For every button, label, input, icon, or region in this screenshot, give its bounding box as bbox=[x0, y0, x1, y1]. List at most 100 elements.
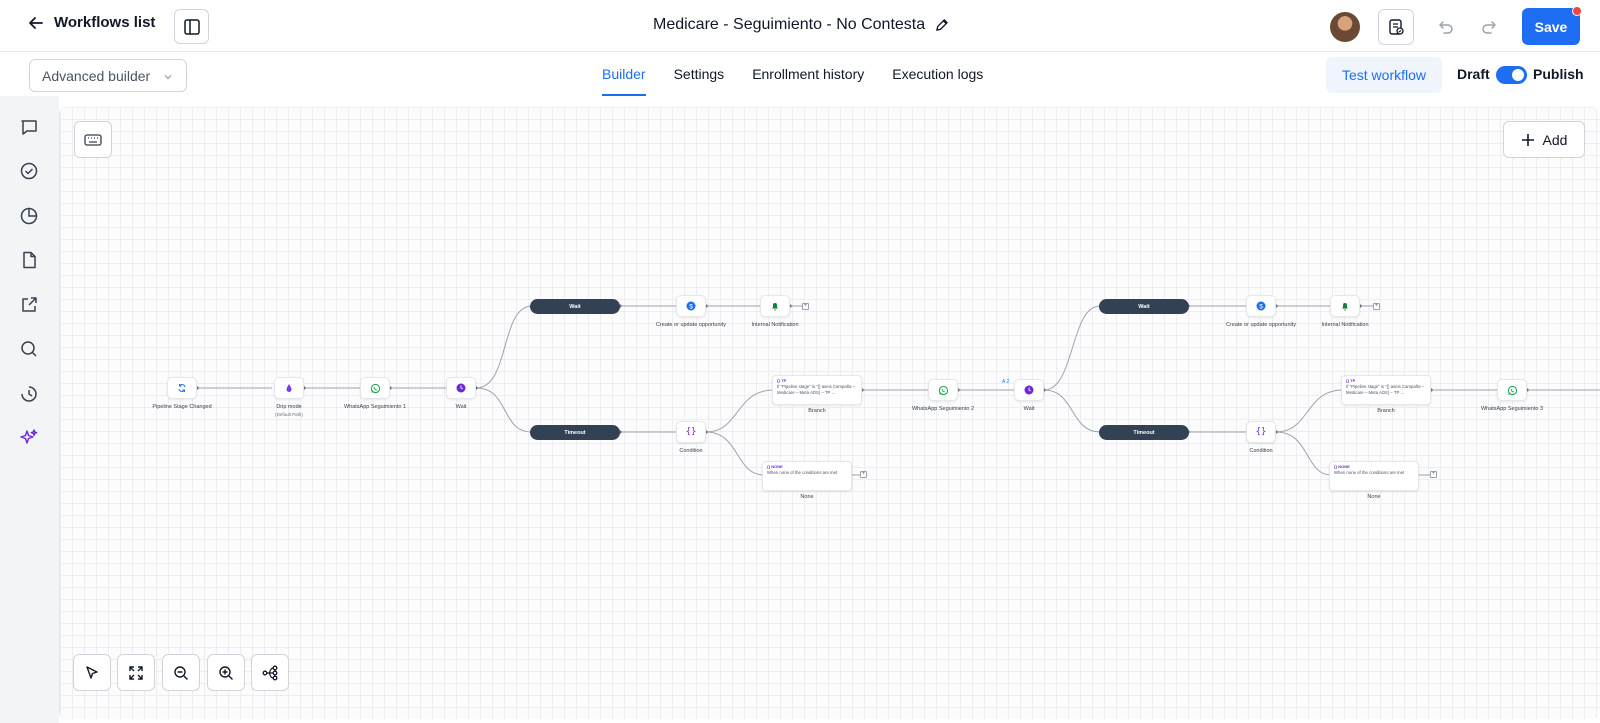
notification-2-label: Internal Notification bbox=[1321, 322, 1369, 328]
builder-toolbar: Advanced builder Builder Settings Enroll… bbox=[0, 52, 1600, 96]
condition-node-2[interactable]: {} bbox=[1246, 421, 1276, 443]
whatsapp-node-3[interactable] bbox=[1497, 379, 1527, 401]
ab-tag: A 2 bbox=[1002, 379, 1010, 385]
dollar-icon: $ bbox=[686, 301, 696, 311]
chevron-down-icon bbox=[164, 75, 172, 80]
branch-2-label: Branch bbox=[1377, 408, 1395, 414]
trigger-label: Pipeline Stage Changed bbox=[152, 404, 212, 410]
add-step-icon[interactable]: + bbox=[860, 471, 867, 478]
trigger-node[interactable] bbox=[167, 377, 197, 399]
add-step-icon[interactable]: + bbox=[802, 303, 809, 310]
svg-text:$: $ bbox=[1259, 303, 1263, 310]
edit-pencil-icon[interactable] bbox=[934, 18, 949, 33]
fit-view-button[interactable] bbox=[117, 654, 155, 691]
chat-icon[interactable] bbox=[18, 116, 40, 138]
zoom-in-button[interactable] bbox=[207, 654, 245, 691]
tab-enrollment-history[interactable]: Enrollment history bbox=[752, 66, 865, 82]
whatsapp-icon bbox=[938, 385, 948, 395]
test-workflow-button[interactable]: Test workflow bbox=[1326, 57, 1442, 93]
add-step-icon[interactable]: + bbox=[1373, 303, 1380, 310]
document-check-icon bbox=[1389, 19, 1404, 35]
check-circle-icon[interactable] bbox=[18, 160, 40, 182]
pie-chart-icon[interactable] bbox=[18, 205, 40, 227]
redo-button[interactable] bbox=[1471, 9, 1507, 45]
zoom-out-button[interactable] bbox=[162, 654, 200, 691]
add-step-icon[interactable]: + bbox=[1430, 471, 1437, 478]
builder-tabs: Builder Settings Enrollment history Exec… bbox=[602, 52, 1011, 96]
wait-branch-pill-2[interactable]: Wait bbox=[1099, 299, 1189, 314]
whatsapp-node-2[interactable] bbox=[928, 379, 958, 401]
unsaved-indicator bbox=[1572, 6, 1582, 16]
whatsapp-2-label: WhatsApp Seguimiento 2 bbox=[911, 406, 975, 412]
workflow-connectors bbox=[195, 304, 1600, 476]
sidebar-toggle-button[interactable] bbox=[174, 9, 209, 44]
external-link-icon[interactable] bbox=[18, 294, 40, 316]
bell-icon bbox=[772, 303, 778, 311]
none-2-tag: {} NONE bbox=[1334, 464, 1350, 469]
branch-2-text: If "Pipeline stage" is "{} aseis Campaña… bbox=[1346, 384, 1425, 395]
condition-node-1[interactable]: {} bbox=[676, 421, 706, 443]
expand-icon bbox=[129, 665, 143, 680]
add-node-button[interactable]: Add bbox=[1503, 121, 1585, 158]
wait-node-1[interactable] bbox=[446, 377, 476, 399]
clock-icon bbox=[1024, 385, 1034, 395]
left-rail bbox=[0, 96, 59, 723]
sparkle-icon[interactable] bbox=[18, 427, 40, 449]
history-icon[interactable] bbox=[18, 383, 40, 405]
save-button[interactable]: Save bbox=[1522, 8, 1580, 45]
svg-text:$: $ bbox=[689, 303, 693, 310]
whatsapp-3-label: WhatsApp Seguimiento 3 bbox=[1480, 406, 1544, 412]
keyboard-shortcuts-button[interactable] bbox=[74, 121, 112, 158]
drip-node[interactable] bbox=[274, 377, 304, 399]
braces-icon: {} bbox=[1255, 427, 1267, 437]
none-2-label: None bbox=[1367, 494, 1381, 500]
tab-builder[interactable]: Builder bbox=[602, 52, 646, 96]
back-to-workflows-link[interactable]: Workflows list bbox=[28, 14, 155, 31]
wait-node-2[interactable] bbox=[1014, 379, 1044, 401]
workflow-title: Medicare - Seguimiento - No Contesta bbox=[653, 16, 949, 34]
none-card-2[interactable]: {} NONE When none of the conditions are … bbox=[1329, 461, 1419, 491]
add-label: Add bbox=[1542, 131, 1568, 148]
drop-icon bbox=[286, 384, 292, 392]
auto-layout-button[interactable] bbox=[251, 654, 289, 691]
zoom-out-icon bbox=[174, 665, 188, 680]
workflow-canvas[interactable]: Add bbox=[59, 107, 1600, 719]
none-1-label: None bbox=[800, 494, 814, 500]
wait-branch-pill-1[interactable]: Wait bbox=[530, 299, 620, 314]
undo-button[interactable] bbox=[1428, 9, 1464, 45]
opportunity-node-2[interactable]: $ bbox=[1246, 295, 1276, 317]
user-avatar[interactable] bbox=[1330, 12, 1360, 42]
tab-settings[interactable]: Settings bbox=[673, 66, 725, 82]
none-2-text: When none of the conditions are met bbox=[1334, 470, 1405, 475]
notification-node-1[interactable] bbox=[760, 295, 790, 317]
redo-icon bbox=[1482, 21, 1496, 34]
timeout-branch-pill-1[interactable]: Timeout bbox=[530, 425, 620, 440]
zoom-in-icon bbox=[219, 665, 233, 680]
branch-card-1[interactable]: {} TP If "Pipeline stage" is "{} aseis C… bbox=[772, 375, 862, 405]
none-1-text: When none of the conditions are met bbox=[767, 470, 838, 475]
search-icon[interactable] bbox=[18, 338, 40, 360]
opportunity-node-1[interactable]: $ bbox=[676, 295, 706, 317]
workflow-title-text: Medicare - Seguimiento - No Contesta bbox=[653, 16, 926, 33]
builder-mode-select[interactable]: Advanced builder bbox=[29, 59, 187, 92]
publish-label: Publish bbox=[1533, 66, 1584, 82]
none-1-tag: {} NONE bbox=[767, 464, 783, 469]
none-card-1[interactable]: {} NONE When none of the conditions are … bbox=[762, 461, 852, 491]
undo-icon bbox=[1439, 21, 1453, 34]
notification-node-2[interactable] bbox=[1330, 295, 1360, 317]
branch-1-tag: {} TP bbox=[777, 378, 787, 383]
branch-card-2[interactable]: {} TP If "Pipeline stage" is "{} aseis C… bbox=[1341, 375, 1431, 405]
plus-icon bbox=[1521, 133, 1534, 146]
timeout-branch-pill-2[interactable]: Timeout bbox=[1099, 425, 1189, 440]
whatsapp-node-1[interactable] bbox=[360, 377, 390, 399]
back-label: Workflows list bbox=[54, 14, 156, 31]
draft-label: Draft bbox=[1457, 66, 1490, 82]
select-tool-button[interactable] bbox=[73, 654, 111, 691]
document-icon[interactable] bbox=[18, 249, 40, 271]
tab-execution-logs[interactable]: Execution logs bbox=[892, 66, 984, 82]
condition-1-label: Condition bbox=[679, 448, 703, 454]
publish-toggle[interactable] bbox=[1496, 66, 1527, 84]
opportunity-1-label: Create or update opportunity bbox=[655, 322, 727, 328]
dollar-icon: $ bbox=[1256, 301, 1266, 311]
version-history-button[interactable] bbox=[1378, 9, 1414, 45]
